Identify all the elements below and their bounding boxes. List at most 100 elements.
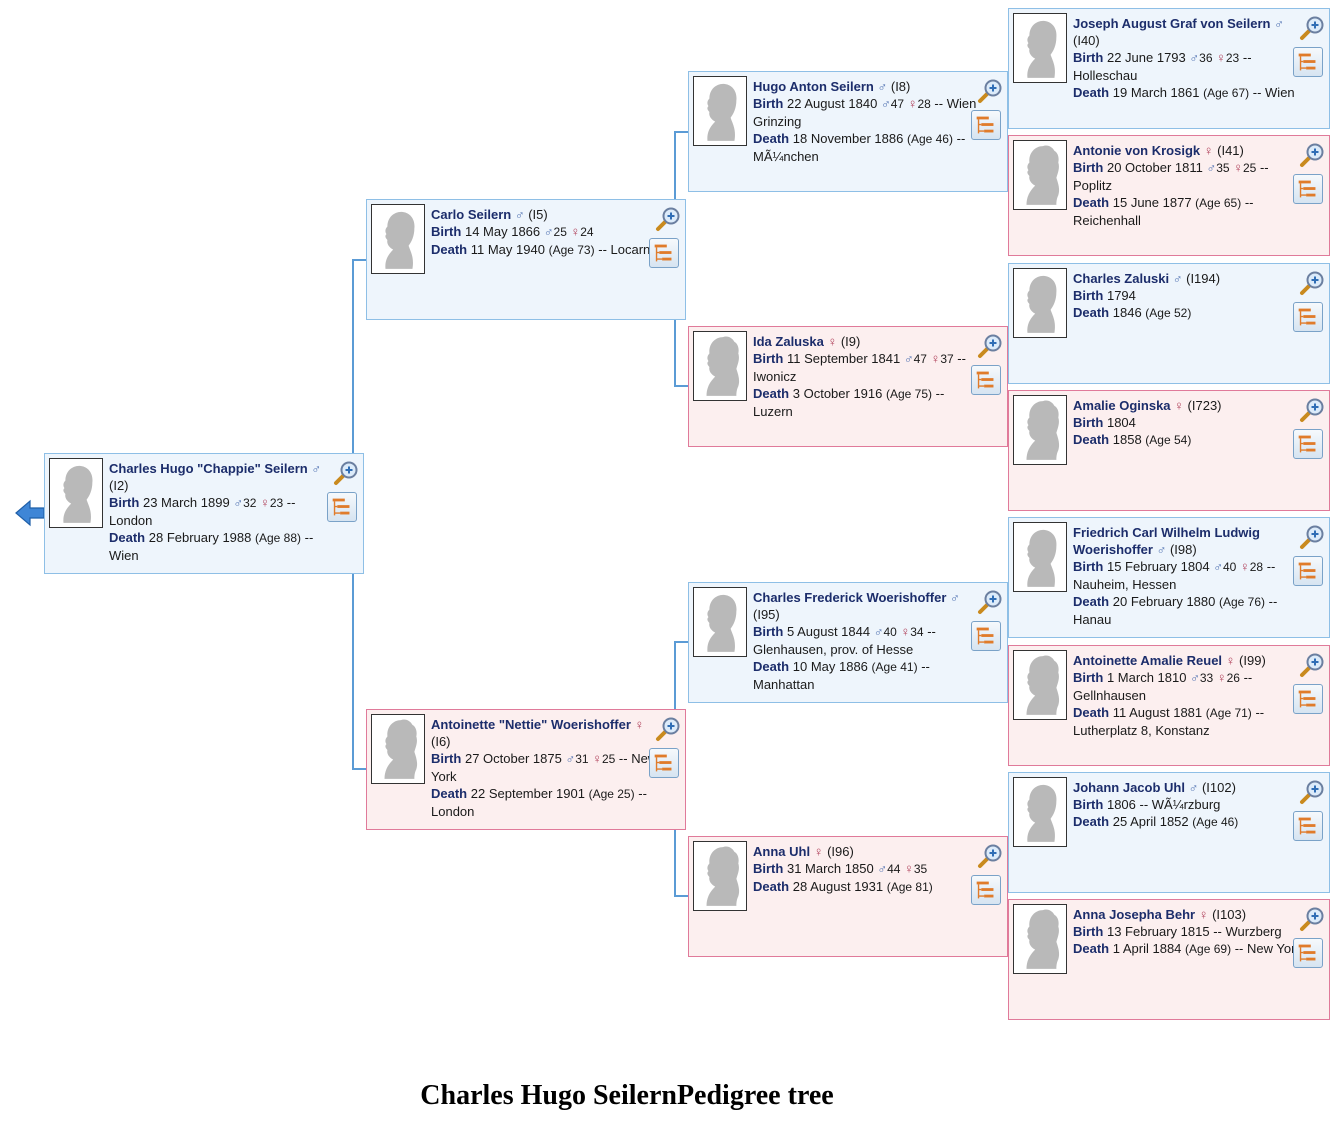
pedigree-chart-icon[interactable] (971, 365, 1001, 395)
silhouette-photo[interactable] (1013, 904, 1067, 974)
person-box[interactable]: Charles Hugo "Chappie" Seilern ♂ (I2)Bir… (44, 453, 364, 574)
person-box[interactable]: Charles Frederick Woerishoffer ♂ (I95)Bi… (688, 582, 1008, 703)
connector-line (674, 385, 690, 387)
zoom-magnifier-icon[interactable] (1299, 15, 1325, 41)
death-line: Death 11 May 1940 (Age 73) -- Locarno (431, 241, 659, 259)
person-box[interactable]: Anna Uhl ♀ (I96)Birth 31 March 1850 ♂44 … (688, 836, 1008, 957)
person-box[interactable]: Hugo Anton Seilern ♂ (I8)Birth 22 August… (688, 71, 1008, 192)
person-box[interactable]: Anna Josepha Behr ♀ (I103)Birth 13 Febru… (1008, 899, 1330, 1020)
father-age: 40 (1222, 560, 1237, 574)
mother-age: 24 (580, 225, 594, 239)
silhouette-photo[interactable] (371, 204, 425, 274)
person-name[interactable]: Joseph August Graf von Seilern (1073, 16, 1271, 31)
death-place: -- Wien (109, 530, 314, 563)
person-header: Joseph August Graf von Seilern ♂ (I40) (1073, 15, 1303, 49)
silhouette-photo[interactable] (1013, 777, 1067, 847)
person-box[interactable]: Carlo Seilern ♂ (I5)Birth 14 May 1866 ♂2… (366, 199, 686, 320)
pedigree-chart-icon[interactable] (971, 621, 1001, 651)
pedigree-chart-icon[interactable] (1293, 556, 1323, 586)
person-id: (I40) (1073, 33, 1100, 48)
person-box[interactable]: Charles Zaluski ♂ (I194)Birth 1794 Death… (1008, 263, 1330, 384)
person-name[interactable]: Antonie von Krosigk (1073, 143, 1201, 158)
silhouette-photo[interactable] (49, 458, 103, 528)
zoom-magnifier-icon[interactable] (1299, 524, 1325, 550)
person-box[interactable]: Antoinette Amalie Reuel ♀ (I99)Birth 1 M… (1008, 645, 1330, 766)
zoom-magnifier-icon[interactable] (977, 843, 1003, 869)
person-name[interactable]: Anna Josepha Behr (1073, 907, 1196, 922)
male-symbol-icon: ♂ (877, 79, 888, 94)
back-arrow-icon[interactable] (14, 498, 46, 528)
silhouette-photo[interactable] (1013, 13, 1067, 83)
silhouette-photo[interactable] (371, 714, 425, 784)
pedigree-chart-icon[interactable] (971, 110, 1001, 140)
person-header: Anna Uhl ♀ (I96) (753, 843, 981, 860)
person-box[interactable]: Antonie von Krosigk ♀ (I41)Birth 20 Octo… (1008, 135, 1330, 256)
father-age: 40 (883, 625, 897, 639)
birth-date: 31 March 1850 (786, 861, 874, 876)
person-name[interactable]: Amalie Oginska (1073, 398, 1171, 413)
person-name[interactable]: Charles Hugo "Chappie" Seilern (109, 461, 308, 476)
zoom-magnifier-icon[interactable] (1299, 906, 1325, 932)
birth-line: Birth 27 October 1875 ♂31 ♀25 -- New Yor… (431, 750, 659, 785)
pedigree-chart-icon[interactable] (327, 492, 357, 522)
person-name[interactable]: Antoinette Amalie Reuel (1073, 653, 1223, 668)
person-box[interactable]: Friedrich Carl Wilhelm Ludwig Woerishoff… (1008, 517, 1330, 638)
zoom-magnifier-icon[interactable] (1299, 270, 1325, 296)
person-name[interactable]: Anna Uhl (753, 844, 811, 859)
zoom-magnifier-icon[interactable] (977, 78, 1003, 104)
silhouette-photo[interactable] (693, 841, 747, 911)
person-name[interactable]: Ida Zaluska (753, 334, 824, 349)
pedigree-chart-icon[interactable] (971, 875, 1001, 905)
person-name[interactable]: Charles Zaluski (1073, 271, 1170, 286)
silhouette-photo[interactable] (693, 76, 747, 146)
birth-line: Birth 15 February 1804 ♂40 ♀28 -- Nauhei… (1073, 558, 1303, 593)
death-line: Death 10 May 1886 (Age 41) -- Manhattan (753, 658, 981, 693)
pedigree-chart-icon[interactable] (1293, 938, 1323, 968)
zoom-magnifier-icon[interactable] (655, 716, 681, 742)
female-symbol-icon: ♀ (1225, 653, 1236, 668)
pedigree-chart-icon[interactable] (1293, 429, 1323, 459)
person-name[interactable]: Charles Frederick Woerishoffer (753, 590, 947, 605)
death-line: Death 15 June 1877 (Age 65) -- Reichenha… (1073, 194, 1303, 229)
connector-line (674, 641, 676, 709)
silhouette-photo[interactable] (1013, 140, 1067, 210)
pedigree-chart-icon[interactable] (1293, 684, 1323, 714)
zoom-magnifier-icon[interactable] (977, 333, 1003, 359)
zoom-magnifier-icon[interactable] (1299, 779, 1325, 805)
person-name[interactable]: Antoinette "Nettie" Woerishoffer (431, 717, 631, 732)
birth-place: -- WÃ¼rzburg (1139, 797, 1221, 812)
pedigree-chart-icon[interactable] (1293, 47, 1323, 77)
person-name[interactable]: Hugo Anton Seilern (753, 79, 874, 94)
person-name[interactable]: Johann Jacob Uhl (1073, 780, 1185, 795)
person-box[interactable]: Joseph August Graf von Seilern ♂ (I40)Bi… (1008, 8, 1330, 129)
zoom-magnifier-icon[interactable] (655, 206, 681, 232)
zoom-magnifier-icon[interactable] (1299, 652, 1325, 678)
pedigree-chart-icon[interactable] (1293, 174, 1323, 204)
person-box[interactable]: Antoinette "Nettie" Woerishoffer ♀ (I6)B… (366, 709, 686, 830)
person-box[interactable]: Amalie Oginska ♀ (I723)Birth 1804 Death … (1008, 390, 1330, 511)
female-symbol-icon: ♀ (260, 495, 270, 510)
person-header: Antoinette Amalie Reuel ♀ (I99) (1073, 652, 1303, 669)
person-box[interactable]: Johann Jacob Uhl ♂ (I102)Birth 1806 -- W… (1008, 772, 1330, 893)
person-name[interactable]: Carlo Seilern (431, 207, 512, 222)
zoom-magnifier-icon[interactable] (1299, 397, 1325, 423)
zoom-magnifier-icon[interactable] (1299, 142, 1325, 168)
pedigree-chart-icon[interactable] (649, 748, 679, 778)
person-name[interactable]: Friedrich Carl Wilhelm Ludwig Woerishoff… (1073, 525, 1260, 557)
birth-line: Birth 1804 (1073, 414, 1303, 431)
zoom-magnifier-icon[interactable] (333, 460, 359, 486)
silhouette-photo[interactable] (693, 587, 747, 657)
death-place: -- New York (1234, 941, 1302, 956)
person-box[interactable]: Ida Zaluska ♀ (I9)Birth 11 September 184… (688, 326, 1008, 447)
zoom-magnifier-icon[interactable] (977, 589, 1003, 615)
silhouette-photo[interactable] (1013, 650, 1067, 720)
death-label: Death (1073, 432, 1110, 447)
silhouette-photo[interactable] (1013, 522, 1067, 592)
pedigree-chart-icon[interactable] (1293, 302, 1323, 332)
silhouette-photo[interactable] (1013, 395, 1067, 465)
pedigree-chart-icon[interactable] (649, 238, 679, 268)
silhouette-photo[interactable] (1013, 268, 1067, 338)
father-age: 47 (913, 352, 927, 366)
pedigree-chart-icon[interactable] (1293, 811, 1323, 841)
silhouette-photo[interactable] (693, 331, 747, 401)
